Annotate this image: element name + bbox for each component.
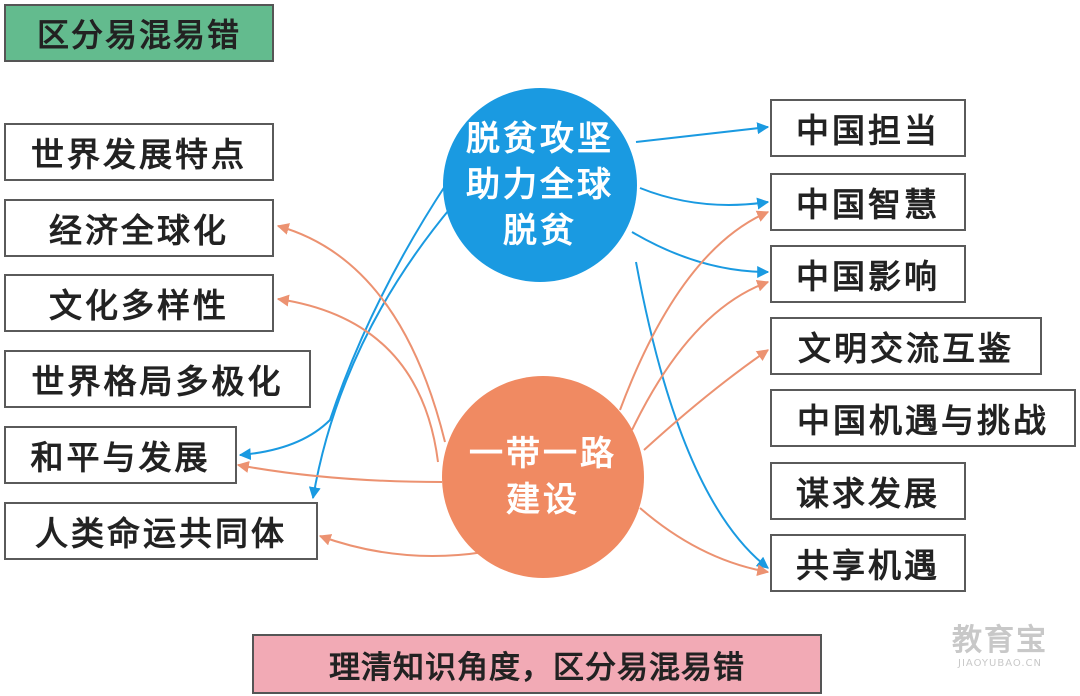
right-box-seek-development: 谋求发展: [770, 462, 966, 520]
right-box-china-responsibility: 中国担当: [770, 99, 966, 157]
poverty-line-2: 助力全球: [466, 165, 614, 205]
right-box-china-wisdom: 中国智慧: [770, 173, 966, 231]
poverty-line-3: 脱贫: [503, 211, 577, 251]
arrow-poverty-to-wisdom: [639, 187, 770, 210]
arrow-belt-to-wisdom: [619, 210, 770, 411]
arrow-belt-to-exchange: [643, 349, 769, 451]
arrow-belt-to-diversity: [276, 294, 439, 463]
left-box-peace-development: 和平与发展: [4, 426, 237, 484]
node-belt-and-road: 一带一路 建设: [442, 376, 644, 578]
right-box-china-influence: 中国影响: [770, 245, 966, 303]
top-banner-title: 区分易混易错: [4, 4, 274, 62]
arrow-belt-to-shared-opportunity: [639, 507, 770, 577]
right-box-civilization-exchange: 文明交流互鉴: [770, 317, 1042, 375]
arrow-belt-to-peace: [236, 461, 443, 483]
arrow-poverty-to-responsibility: [635, 122, 770, 143]
bottom-banner-title: 理清知识角度，区分易混易错: [252, 634, 822, 694]
arrow-poverty-to-peace: [238, 182, 448, 461]
right-box-shared-opportunity: 共享机遇: [770, 534, 966, 592]
left-box-world-development: 世界发展特点: [4, 123, 274, 181]
arrow-poverty-to-community: [308, 204, 454, 500]
left-box-cultural-diversity: 文化多样性: [4, 274, 274, 332]
left-box-globalization: 经济全球化: [4, 199, 274, 257]
right-box-opportunity-challenge: 中国机遇与挑战: [770, 389, 1076, 447]
arrow-belt-to-influence: [631, 280, 770, 431]
left-box-shared-future: 人类命运共同体: [4, 502, 318, 560]
arrow-poverty-to-influence: [631, 231, 770, 278]
arrow-poverty-to-shared-opportunity: [635, 261, 769, 569]
arrow-belt-to-community: [318, 534, 485, 558]
belt-line-1: 一带一路: [469, 434, 617, 474]
left-box-multipolarity: 世界格局多极化: [4, 350, 311, 408]
belt-line-2: 建设: [506, 480, 580, 520]
watermark: 教育宝 JIAOYUBAO.CN: [930, 623, 1070, 670]
node-poverty-alleviation: 脱贫攻坚 助力全球 脱贫: [443, 88, 637, 282]
watermark-logo: 教育宝: [952, 623, 1048, 658]
poverty-line-1: 脱贫攻坚: [466, 119, 614, 159]
watermark-url: JIAOYUBAO.CN: [958, 658, 1042, 669]
arrow-belt-to-globalization: [276, 223, 446, 443]
